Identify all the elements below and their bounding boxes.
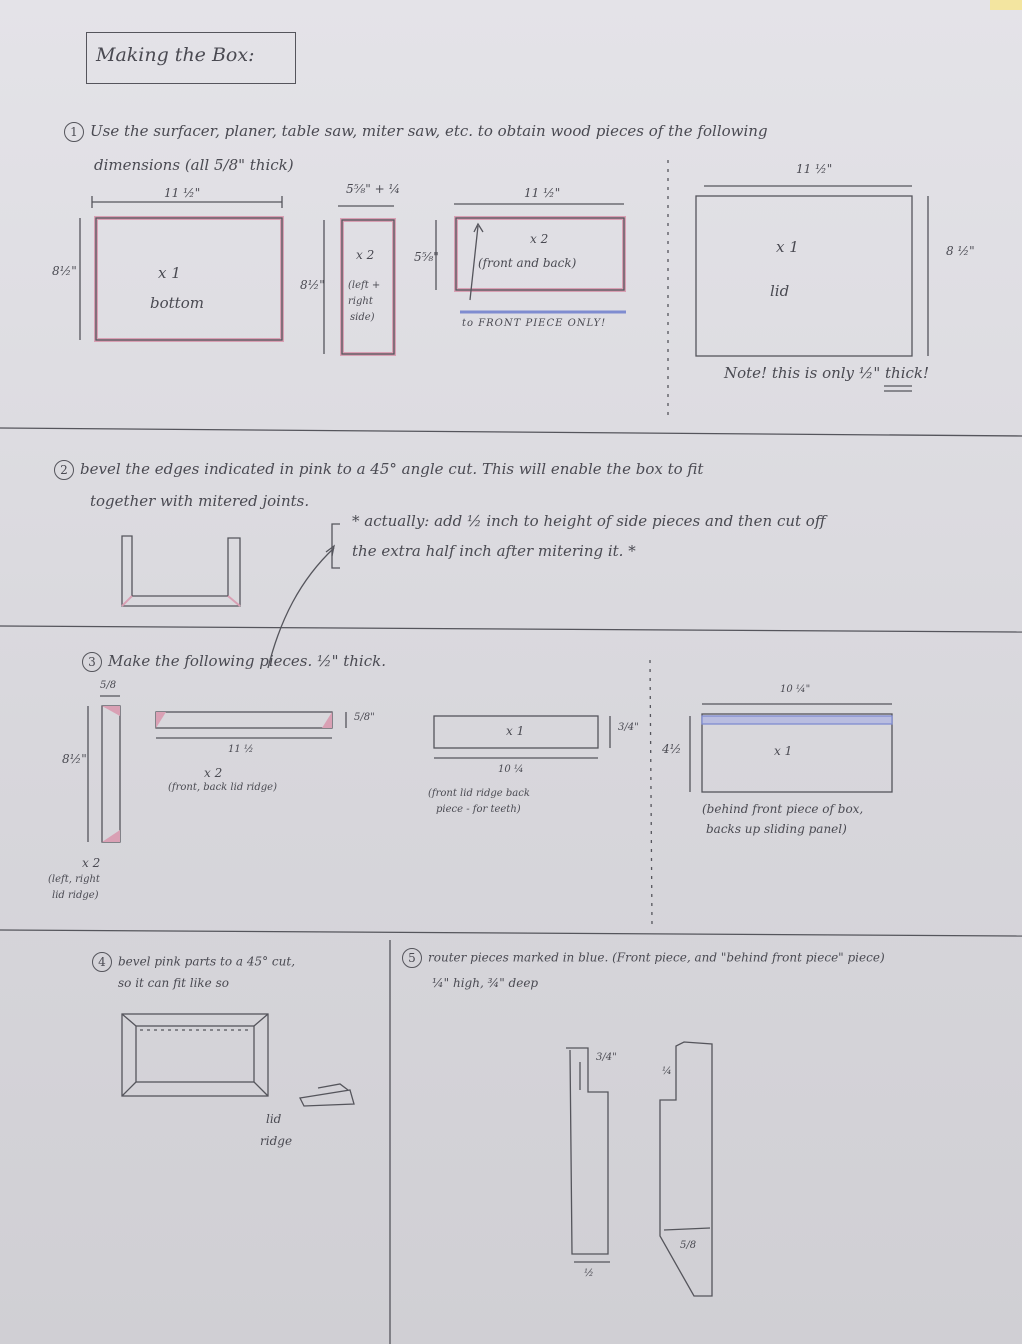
sides-desc2: right <box>348 296 373 307</box>
step5-dim-bevel: 5/8 <box>680 1240 697 1251</box>
ridge-back-desc1: (front lid ridge back <box>428 788 530 799</box>
frontback-count: x 2 <box>530 232 549 246</box>
front-ridge-height: 5/8" <box>354 712 375 723</box>
ridge-back-piece <box>433 715 599 749</box>
front-ridge-width: 11 ½ <box>228 744 254 755</box>
bottom-height: 8½" <box>52 264 77 278</box>
step5-number: 5 <box>402 948 422 968</box>
front-ridge-count: x 2 <box>204 766 223 780</box>
side-ridge-desc1: (left, right <box>48 874 100 885</box>
behind-front-piece <box>701 713 893 793</box>
step4-line2: so it can fit like so <box>118 976 229 990</box>
side-ridge-height: 8½" <box>62 752 87 766</box>
side-ridge-piece <box>101 705 121 843</box>
step4-label-lid: lid <box>266 1112 282 1126</box>
behind-width: 10 ¼" <box>780 684 811 695</box>
ridge-back-desc2: piece - for teeth) <box>436 804 521 815</box>
bottom-width: 11 ½" <box>164 186 201 200</box>
sides-width: 5⅝" + ¼ <box>346 182 401 196</box>
divider-3 <box>0 929 1022 937</box>
lid-count: x 1 <box>776 238 799 256</box>
frontback-width: 11 ½" <box>524 186 561 200</box>
page-title: Making the Box: <box>96 44 255 66</box>
behind-desc1: (behind front piece of box, <box>702 802 864 816</box>
paper-corner <box>990 0 1022 10</box>
ridge-back-height: 3/4" <box>618 722 639 733</box>
sides-desc3: side) <box>350 312 375 323</box>
divider-1 <box>0 427 1022 437</box>
step2-note1: * actually: add ½ inch to height of side… <box>352 512 826 530</box>
step3-number: 3 <box>82 652 102 672</box>
step4-label-ridge: ridge <box>260 1134 293 1148</box>
behind-count: x 1 <box>774 744 793 758</box>
lid-ridge-sketch <box>299 1089 355 1107</box>
router-profile-right <box>659 1041 713 1297</box>
lid-thickness-note: Note! this is only ½" thick! <box>724 364 930 382</box>
dashed-divider-3 <box>649 659 653 926</box>
step1-line2: dimensions (all 5/8" thick) <box>94 156 294 174</box>
lid-height: 8 ½" <box>946 244 975 258</box>
divider-2 <box>0 625 1022 633</box>
frontback-height: 5⅝" <box>414 250 439 264</box>
frontback-desc: (front and back) <box>478 256 577 270</box>
step5-dim-thick: ½ <box>584 1268 594 1279</box>
bottom-label: bottom <box>150 294 204 312</box>
side-ridge-desc2: lid ridge) <box>52 890 99 901</box>
behind-height: 4½ <box>662 742 682 756</box>
step1-number: 1 <box>64 122 84 142</box>
side-ridge-count: x 2 <box>82 856 101 870</box>
lid-label: lid <box>770 282 790 300</box>
router-profile-left <box>566 1047 609 1255</box>
bottom-piece <box>94 216 284 342</box>
lid-frame-sketch <box>121 1013 269 1097</box>
sides-desc1: (left + <box>348 280 381 291</box>
lid-piece <box>695 195 913 357</box>
front-ridge-piece <box>155 711 333 729</box>
ridge-back-count: x 1 <box>506 724 525 738</box>
step5-dim-high: ¼ <box>662 1066 672 1077</box>
front-only-note: to FRONT PIECE ONLY! <box>462 318 607 329</box>
bottom-count: x 1 <box>158 264 181 282</box>
step2-number: 2 <box>54 460 74 480</box>
mitered-box-sketch <box>121 535 241 607</box>
sides-count: x 2 <box>356 248 375 262</box>
sides-height: 8½" <box>300 278 325 292</box>
step2-note2: the extra half inch after mitering it. * <box>352 542 636 560</box>
step4-number: 4 <box>92 952 112 972</box>
ridge-back-width: 10 ¼ <box>498 764 524 775</box>
step2-line2: together with mitered joints. <box>90 492 310 510</box>
side-ridge-width: 5/8 <box>100 680 117 691</box>
title-box <box>86 32 296 84</box>
behind-desc2: backs up sliding panel) <box>706 822 847 836</box>
step5-line2: ¼" high, ¾" deep <box>432 976 539 990</box>
lid-width: 11 ½" <box>796 162 833 176</box>
front-ridge-desc: (front, back lid ridge) <box>168 782 277 793</box>
step5-dim-deep: 3/4" <box>596 1052 617 1063</box>
